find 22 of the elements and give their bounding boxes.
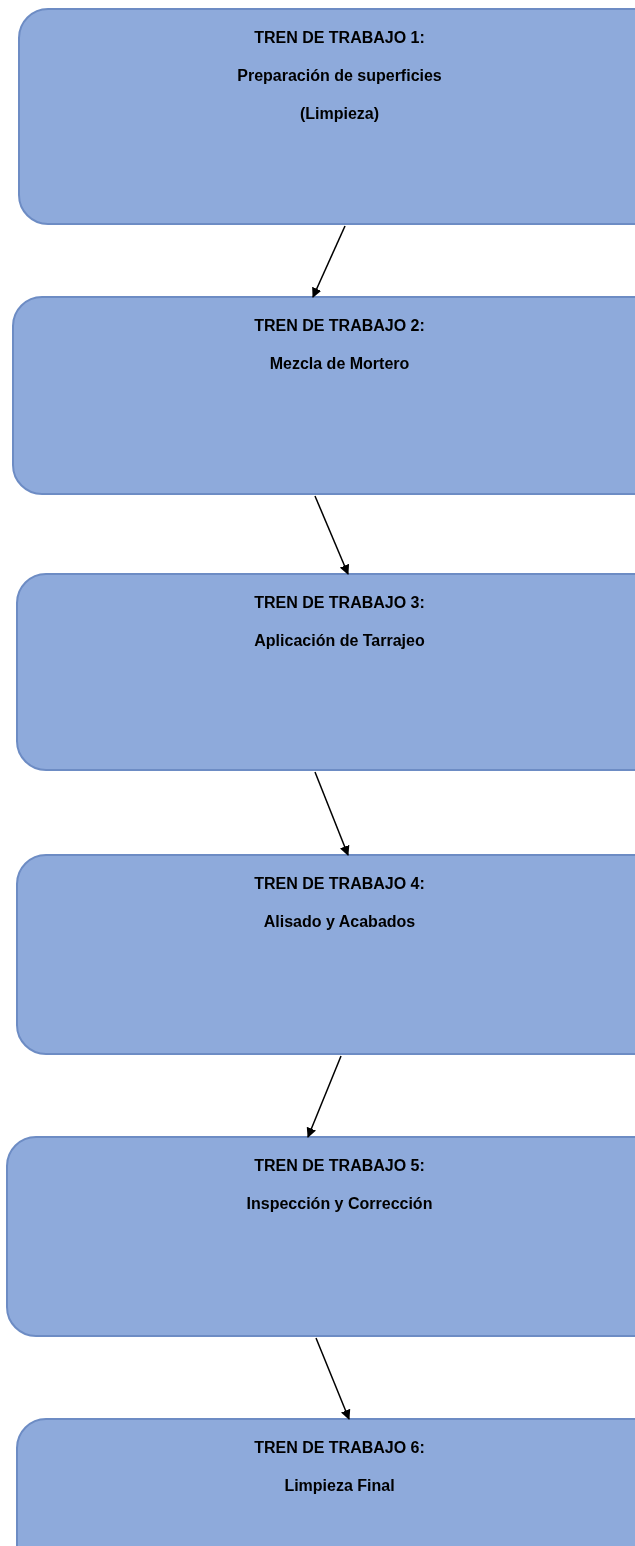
step-title: Aplicación de Tarrajeo xyxy=(254,631,425,651)
step-heading: TREN DE TRABAJO 4: xyxy=(254,874,425,894)
step-heading: TREN DE TRABAJO 6: xyxy=(254,1438,425,1458)
arrow xyxy=(314,495,350,575)
process-box xyxy=(18,8,635,225)
step-title: Alisado y Acabados xyxy=(263,912,416,932)
arrow xyxy=(314,771,350,856)
step-heading: TREN DE TRABAJO 2: xyxy=(254,316,425,336)
process-box xyxy=(6,1136,635,1337)
arrow xyxy=(312,225,346,298)
arrow xyxy=(306,1055,342,1138)
step-title: Preparación de superficies (Limpieza) xyxy=(236,66,443,124)
step-title: Inspección y Corrección xyxy=(246,1194,433,1214)
process-box xyxy=(12,296,635,495)
arrow xyxy=(315,1337,351,1420)
step-heading: TREN DE TRABAJO 3: xyxy=(254,593,425,613)
step-heading: TREN DE TRABAJO 1: xyxy=(254,28,425,48)
process-box xyxy=(16,573,635,771)
step-title: Mezcla de Mortero xyxy=(269,354,410,374)
step-title: Limpieza Final xyxy=(284,1476,395,1496)
step-heading: TREN DE TRABAJO 5: xyxy=(254,1156,425,1176)
process-box xyxy=(16,854,635,1055)
